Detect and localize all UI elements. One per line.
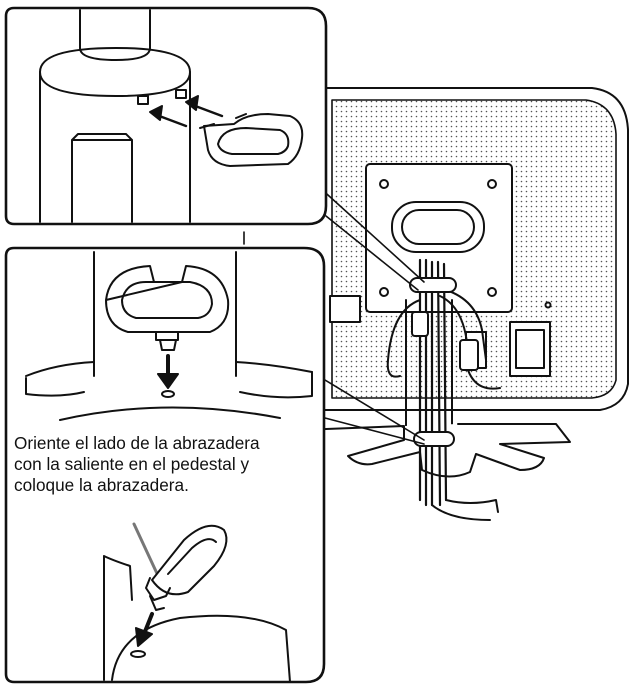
instruction-line-2: con la saliente en el pedestal y	[14, 454, 250, 474]
arrow-icon	[157, 373, 179, 389]
instruction-line-3: coloque la abrazadera.	[14, 475, 189, 495]
instruction-line-1: Oriente el lado de la abrazadera	[14, 433, 260, 453]
instruction-text: Oriente el lado de la abrazadera con la …	[14, 433, 324, 496]
cable-clamp-icon	[105, 265, 230, 351]
arrow-icon	[135, 627, 153, 647]
monitor-illustration	[299, 87, 629, 521]
panel-top	[4, 6, 328, 226]
arrow-icon	[149, 105, 163, 121]
carry-handle	[391, 201, 485, 253]
clamp-lower	[413, 431, 455, 447]
clamp-upper	[409, 277, 457, 293]
panel-bottom	[4, 246, 326, 684]
callout-lines	[317, 185, 425, 445]
cable-clamp-icon	[145, 524, 228, 611]
cable-clamp-icon	[199, 113, 304, 167]
arrow-icon	[185, 95, 199, 111]
